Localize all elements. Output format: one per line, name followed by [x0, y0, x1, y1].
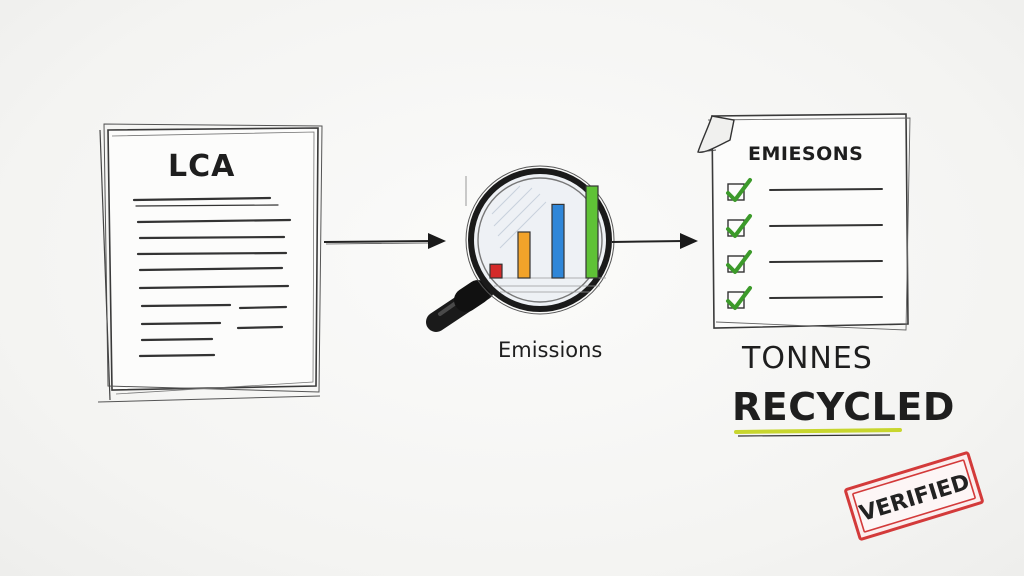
checklist-text-line	[769, 296, 883, 299]
checklist-item	[726, 250, 883, 274]
checklist-item	[726, 286, 883, 310]
magnifier-bar	[517, 231, 531, 279]
checklist-title: EMIESONS	[748, 143, 863, 165]
checkmark-icon	[726, 250, 752, 274]
checklist-text-line	[769, 224, 883, 227]
magnifier-bar-chart	[489, 185, 599, 279]
magnifier-bar	[489, 263, 503, 279]
result-line-2: RECYCLED	[732, 385, 955, 429]
magnifier-caption: Emissions	[498, 338, 602, 362]
checkmark-icon	[726, 178, 752, 202]
result-line-1: TONNES	[741, 341, 873, 376]
lca-document: LCA	[97, 123, 323, 403]
checklist-item	[726, 178, 883, 202]
magnifier: Emissions	[426, 165, 615, 362]
result-label: TONNES RECYCLED	[732, 341, 955, 437]
magnifier-bar	[551, 203, 565, 279]
emissions-checklist-document: EMIESONS	[697, 113, 911, 331]
verified-stamp: VERIFIED	[844, 451, 984, 541]
checklist-rows	[726, 178, 883, 310]
checkmark-icon	[726, 214, 752, 238]
lca-document-text-lines	[132, 196, 292, 358]
checklist-text-line	[769, 260, 883, 263]
arrow-to-magnifier	[323, 233, 446, 249]
checklist-item	[726, 214, 883, 238]
checkmark-icon	[726, 286, 752, 310]
lca-document-title: LCA	[168, 149, 235, 184]
result-underline	[734, 428, 902, 434]
arrow-to-checklist	[611, 233, 698, 249]
magnifier-lens	[468, 168, 612, 312]
magnifier-bar	[585, 185, 599, 279]
checklist-text-line	[769, 188, 883, 191]
